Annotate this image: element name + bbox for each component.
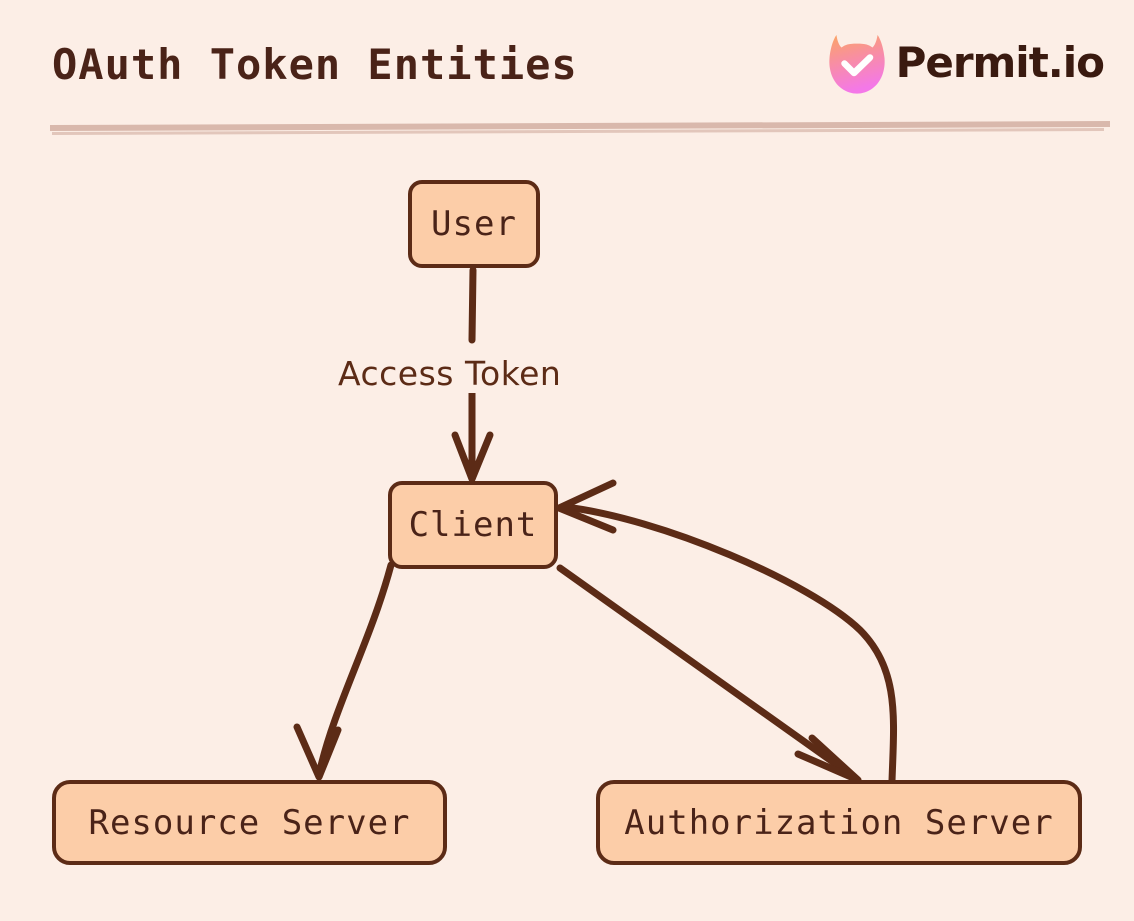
node-resource-server[interactable]: Resource Server bbox=[52, 780, 447, 865]
oauth-entities-diagram: User Client Resource Server Authorizatio… bbox=[0, 140, 1134, 921]
diagram-edges bbox=[293, 266, 898, 785]
edge-client-resource bbox=[316, 561, 395, 774]
page-title: OAuth Token Entities bbox=[52, 40, 578, 89]
brand-lockup: Permit.io bbox=[828, 32, 1105, 94]
edge-label-access-token: Access Token bbox=[332, 354, 568, 393]
node-user[interactable]: User bbox=[408, 180, 540, 268]
node-authorization-server[interactable]: Authorization Server bbox=[596, 780, 1082, 865]
arrowhead-authz-client bbox=[555, 479, 617, 534]
brand-name: Permit.io bbox=[895, 38, 1105, 87]
edge-client-authz bbox=[556, 564, 858, 781]
header-divider bbox=[50, 121, 1110, 135]
arrowhead-user-client bbox=[451, 431, 494, 483]
node-client[interactable]: Client bbox=[388, 481, 558, 569]
permit-cat-shield-check-icon bbox=[828, 35, 885, 94]
edge-authz-client bbox=[561, 503, 898, 785]
edge-user-client-upper bbox=[468, 266, 477, 344]
arrowhead-client-resource bbox=[293, 723, 342, 781]
page-header: OAuth Token Entities Permit.io bbox=[0, 0, 1134, 140]
